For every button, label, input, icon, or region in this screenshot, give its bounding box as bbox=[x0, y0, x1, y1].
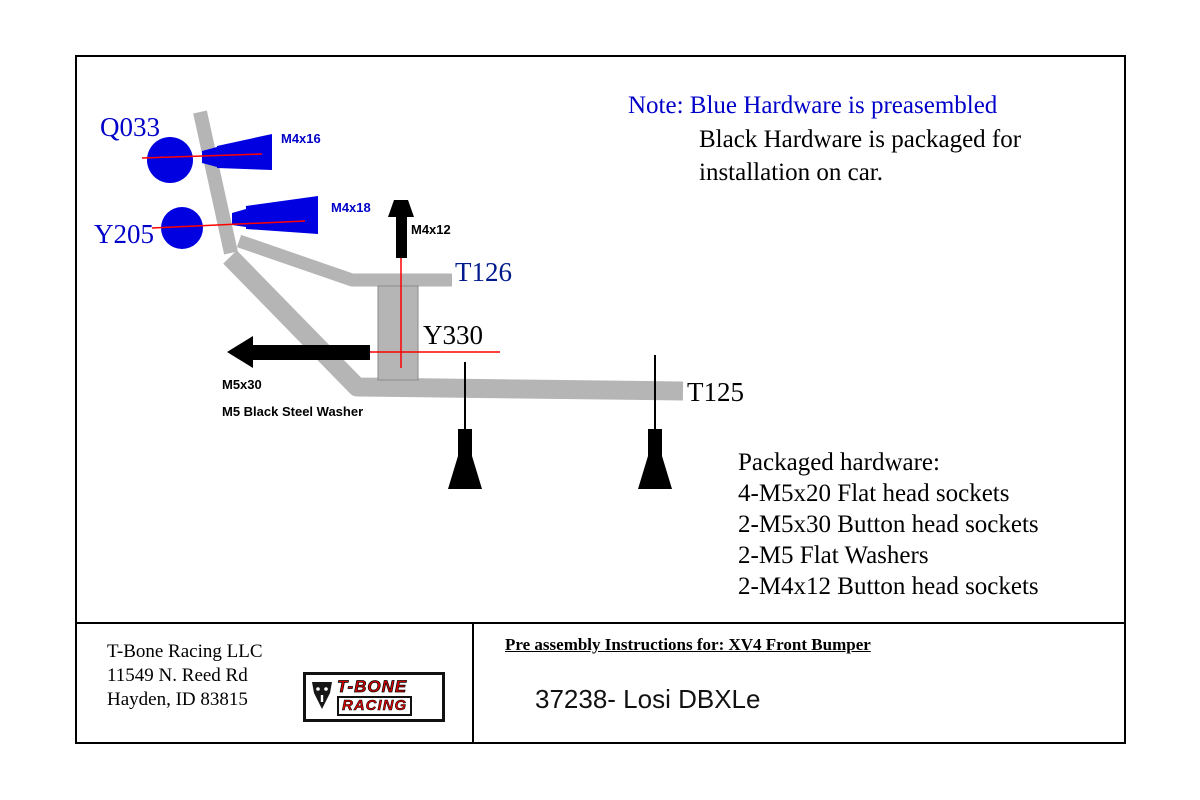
m5x30-label: M5x30 bbox=[222, 377, 262, 392]
t126-label: T126 bbox=[455, 257, 512, 287]
title-block: T-Bone Racing LLC 11549 N. Reed Rd Hayde… bbox=[75, 622, 1126, 744]
m4x12-label: M4x12 bbox=[411, 222, 451, 237]
packaged-hardware-item: 4-M5x20 Flat head sockets bbox=[738, 480, 1010, 507]
y205-label: Y205 bbox=[94, 219, 154, 249]
m4x12-bolt bbox=[388, 200, 414, 258]
t125-label: T125 bbox=[687, 377, 744, 407]
note-line-2: Black Hardware is packaged for bbox=[699, 126, 1022, 153]
note-line-1: Note: Blue Hardware is preasembled bbox=[628, 92, 998, 119]
bull-skull-icon bbox=[310, 679, 334, 716]
q033-bushing bbox=[147, 137, 193, 183]
document-title: Pre assembly Instructions for: XV4 Front… bbox=[505, 635, 871, 654]
y330-part bbox=[377, 285, 419, 381]
alignment-lines bbox=[141, 153, 500, 368]
gray-brace-part bbox=[193, 110, 238, 255]
logo-text-racing: RACING bbox=[337, 696, 413, 716]
title-block-divider bbox=[472, 624, 474, 744]
company-address-1: 11549 N. Reed Rd bbox=[107, 665, 248, 686]
packaged-hardware-item: 2-M4x12 Button head sockets bbox=[738, 573, 1039, 600]
company-info: T-Bone Racing LLC 11549 N. Reed Rd Hayde… bbox=[107, 640, 263, 712]
m4x16-bolt bbox=[202, 134, 272, 170]
flat-head-screw-left bbox=[448, 362, 482, 489]
m5-washer-label: M5 Black Steel Washer bbox=[222, 404, 364, 419]
part-number: 37238- Losi DBXLe bbox=[535, 684, 761, 714]
m5x30-bolt bbox=[227, 336, 370, 368]
t126-part bbox=[236, 234, 452, 287]
q033-label: Q033 bbox=[100, 112, 160, 142]
y330-label: Y330 bbox=[423, 320, 483, 350]
logo-text-tbone: T-BONE bbox=[337, 677, 408, 697]
company-name: T-Bone Racing LLC bbox=[107, 641, 263, 662]
flat-head-screw-right bbox=[638, 355, 672, 489]
packaged-hardware-title: Packaged hardware: bbox=[738, 449, 940, 476]
m4x16-label: M4x16 bbox=[281, 131, 321, 146]
packaged-hardware-item: 2-M5x30 Button head sockets bbox=[738, 511, 1039, 538]
note-line-3: installation on car. bbox=[699, 159, 883, 186]
packaged-hardware-item: 2-M5 Flat Washers bbox=[738, 542, 929, 569]
t125-part bbox=[223, 250, 684, 401]
sheet-border bbox=[75, 55, 1126, 744]
company-address-2: Hayden, ID 83815 bbox=[107, 689, 248, 710]
y205-bushing bbox=[161, 207, 203, 249]
packaged-hardware-list: Packaged hardware: 4-M5x20 Flat head soc… bbox=[738, 447, 1039, 602]
tbone-racing-logo: T-BONE RACING bbox=[303, 672, 445, 722]
m4x18-label: M4x18 bbox=[331, 200, 371, 215]
m4x18-bolt bbox=[232, 196, 318, 234]
